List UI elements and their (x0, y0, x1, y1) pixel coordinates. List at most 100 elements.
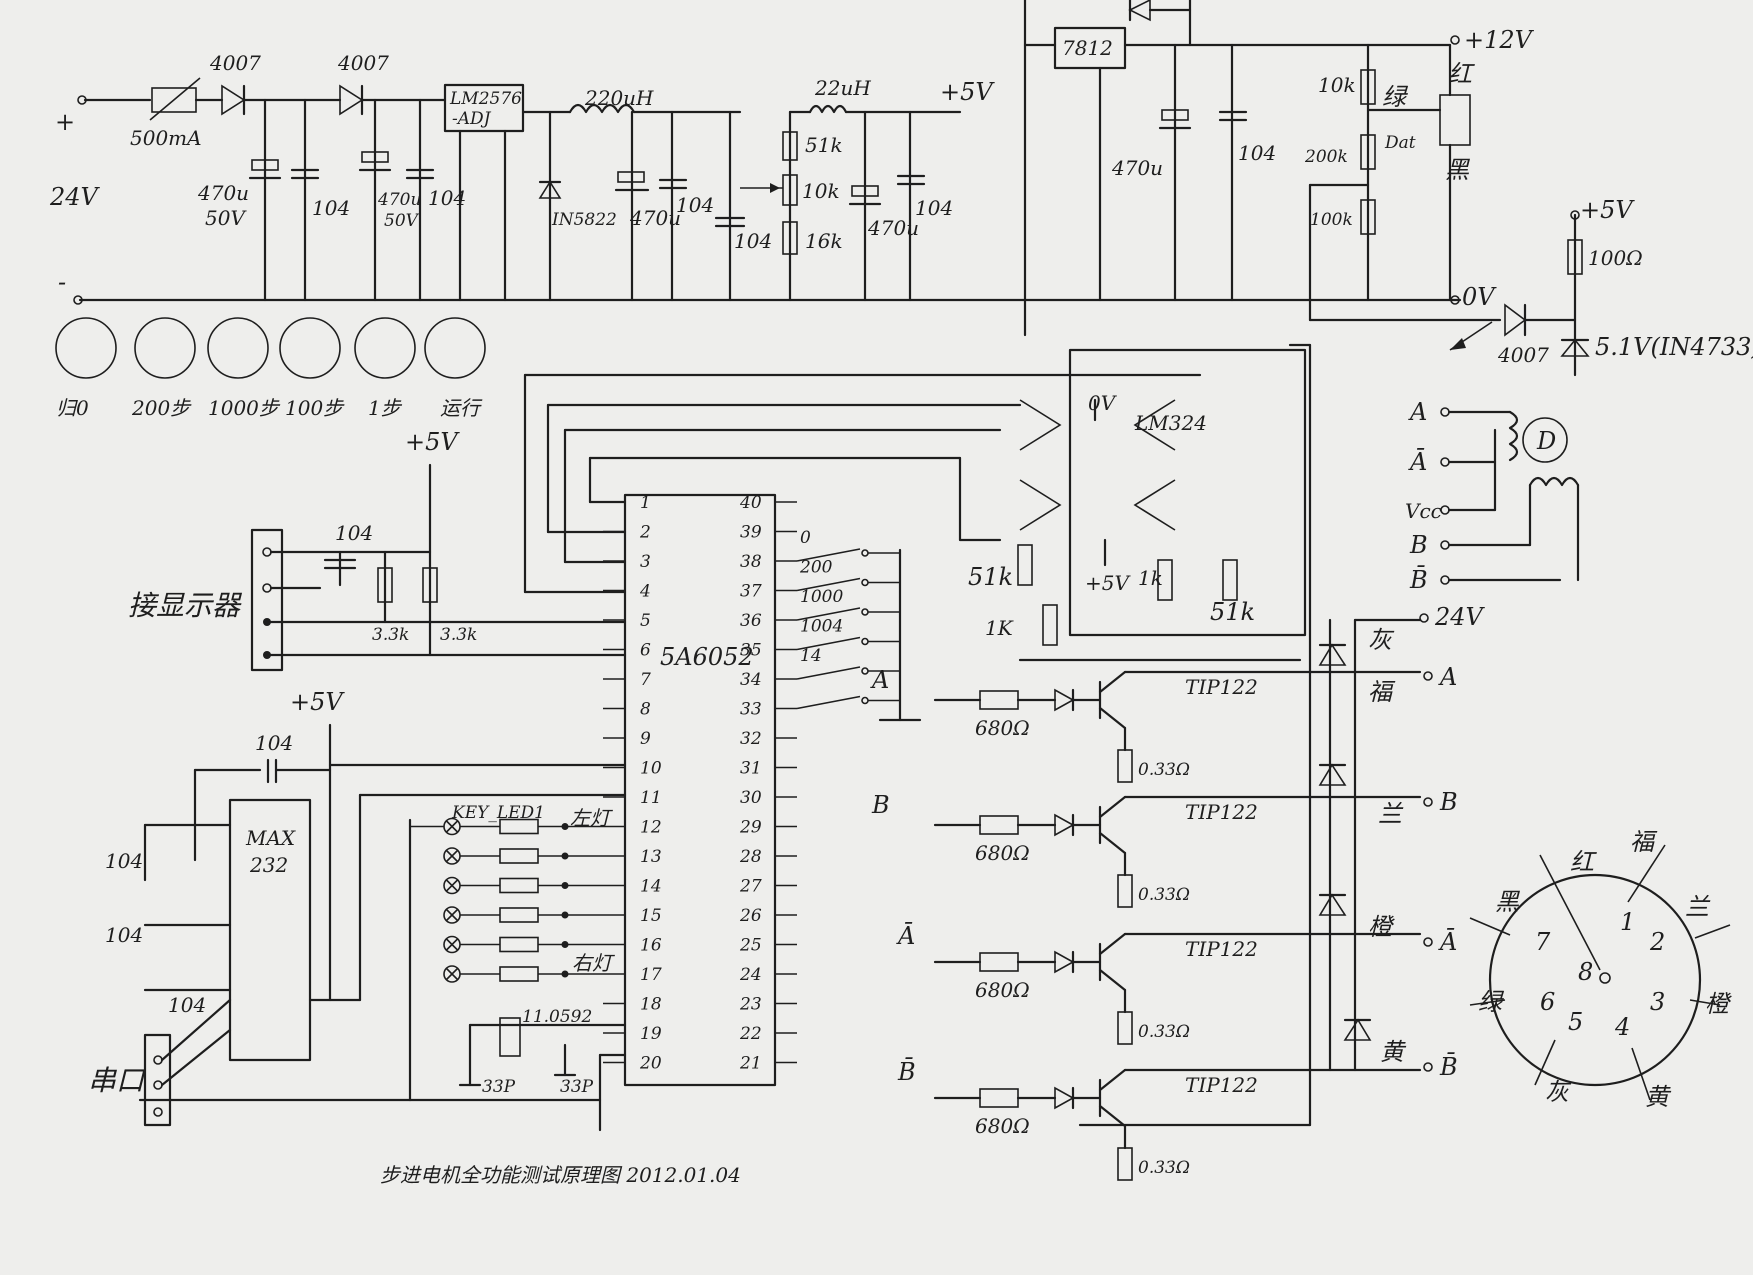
mcu-right-pin-number: 36 (740, 611, 762, 631)
opamp-r1k-r: 1k (1138, 566, 1163, 590)
diode2-label: 4007 (337, 51, 389, 75)
mcu-left-pin-number: 11 (640, 788, 662, 808)
led-cross (445, 937, 459, 952)
mcu-right-pin-number: 34 (740, 670, 762, 690)
transistor-collector (1098, 670, 1127, 694)
cap1-50v: 50V (205, 206, 247, 230)
minus-label: - (58, 268, 66, 296)
r100-label: 100Ω (1588, 246, 1643, 270)
conn-gray: 灰 (1545, 1078, 1572, 1106)
conn-pin-7: 7 (1535, 928, 1551, 956)
conn-red: 红 (1570, 848, 1597, 876)
driver-section: 680Ω0.33ΩTIP122A680Ω0.33ΩTIP122B680Ω0.33… (870, 343, 1433, 1181)
mcu-right-pin-number: 24 (739, 965, 762, 985)
switch-contact (861, 637, 869, 646)
schottky-label: IN5822 (551, 210, 617, 230)
junction-dot (561, 882, 569, 889)
mcu-right-pin-number: 23 (739, 995, 762, 1015)
opamp-r51k-r: 51k (1210, 598, 1255, 626)
mcu-right-pin-number: 28 (739, 847, 762, 867)
driver-emitter-resistor (1117, 874, 1133, 908)
driver-led (1054, 950, 1075, 974)
driver-signal-label: B̄ (897, 1058, 916, 1086)
driver-emitter-label: 0.33Ω (1138, 1022, 1190, 1042)
switch-lever (796, 666, 861, 680)
driver-emitter-resistor (1117, 749, 1133, 783)
wire-yellow: 黄 (1380, 1038, 1407, 1066)
max232-name: MAX (245, 826, 296, 850)
mcu-left-pin-number: 5 (640, 611, 651, 631)
switch-lever (796, 607, 861, 621)
btn-label-1: 200步 (131, 396, 192, 420)
conn-pin-1: 1 (1620, 908, 1635, 936)
mcu-right-pin-number: 40 (739, 493, 762, 513)
cap2-50v: 50V (384, 211, 420, 231)
btn-label-4: 1步 (368, 396, 403, 420)
max232-name2: 232 (249, 853, 288, 877)
driver-emitter-label: 0.33Ω (1138, 760, 1190, 780)
mcu-left-pin-number: 18 (640, 995, 662, 1015)
opamp-r51k-l: 51k (968, 563, 1013, 591)
led-cross (445, 878, 459, 893)
motor-vcc: Vcc (1405, 499, 1442, 523)
driver-led (1054, 813, 1075, 837)
reg7812-label: 7812 (1062, 36, 1113, 60)
conn-black: 黑 (1495, 888, 1520, 916)
mcu-left-pin-number: 2 (639, 523, 651, 543)
mcu-right-pin-number: 26 (739, 906, 762, 926)
led-resistor (499, 907, 539, 923)
driver-led (1054, 688, 1075, 712)
cap2-104: 104 (428, 186, 466, 210)
junction-dot (561, 823, 569, 830)
right-light: 右灯 (572, 951, 616, 975)
mcu-left-pin-number: 9 (640, 729, 651, 749)
conn-brown: 福 (1630, 828, 1658, 856)
mcu-left-pin-number: 10 (640, 759, 662, 779)
switch-contact (861, 549, 869, 557)
out-5v: +5V (940, 78, 995, 106)
conn-pin-5: 5 (1568, 1008, 1583, 1036)
labels: 步进电机全功能测试原理图 2012.01.04 + - 24V 500mA 40… (49, 26, 1753, 1187)
driver-base-resistor (979, 815, 1019, 835)
out-bbar: B̄ (1439, 1053, 1458, 1081)
mcu-left-pin-number: 7 (640, 670, 651, 690)
led-black: 黑 (1445, 156, 1470, 184)
mcu-right-pin-number: 35 (740, 641, 762, 661)
conn-green: 绿 (1478, 988, 1505, 1016)
mcu-right-pin-number: 38 (740, 552, 762, 572)
cap3-470u: 470u (629, 206, 681, 230)
mcu-right-pin-number: 31 (740, 759, 762, 779)
driver-base-resistor (979, 1088, 1019, 1108)
display-connector (250, 463, 627, 672)
transistor-emitter (1098, 706, 1127, 730)
display-vcc: +5V (405, 428, 460, 456)
motor-d: D (1536, 427, 1556, 455)
cap-33p-a: 33P (482, 1077, 516, 1097)
max232-cap-left1: 104 (105, 849, 143, 873)
reg-r10k: 10k (1318, 73, 1356, 97)
mcu-left-pin-number: 15 (640, 906, 662, 926)
switch-label: 1004 (800, 617, 843, 637)
transistor-collector (1098, 795, 1127, 819)
plus-label: + (55, 108, 75, 136)
max232-cap-top: 104 (255, 731, 293, 755)
led-resistor (499, 966, 539, 982)
display-cap: 104 (335, 521, 373, 545)
led-resistor (499, 877, 539, 894)
mcu-left-pin-number: 20 (639, 1054, 662, 1074)
wire-orange: 橙 (1368, 913, 1395, 941)
btn-label-2: 1000步 (208, 396, 281, 420)
driver-emitter-label: 0.33Ω (1138, 885, 1190, 905)
switch-lever (796, 695, 861, 710)
mcu-left-pin-number: 13 (640, 847, 662, 867)
display-label: 接显示器 (128, 589, 243, 622)
opamp-plus5: +5V (1085, 571, 1131, 595)
mcu-left-pin-number: 12 (640, 818, 662, 838)
reg-r200k: 200k (1304, 147, 1348, 167)
input-voltage: 24V (49, 183, 101, 211)
driver-emitter-resistor (1117, 1147, 1133, 1181)
led-cross (445, 819, 459, 834)
